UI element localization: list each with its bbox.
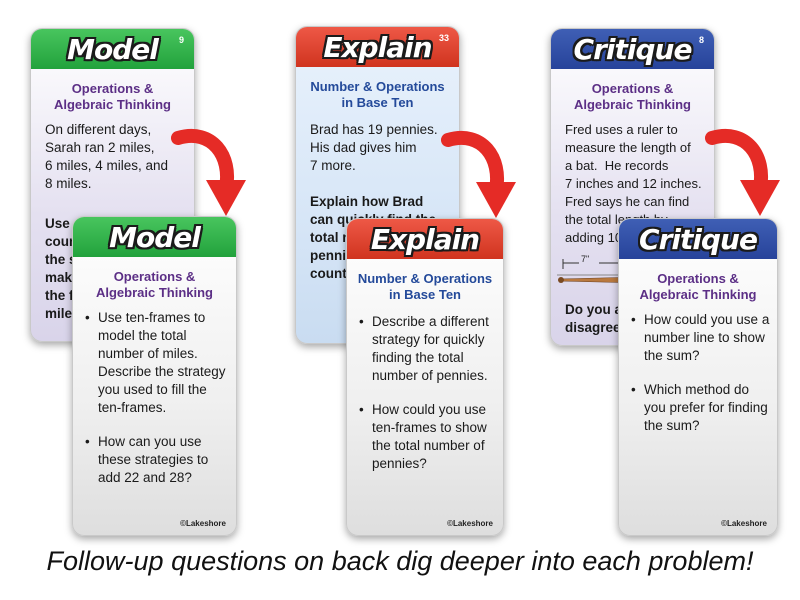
brand-label: ©Lakeshore [721, 519, 767, 528]
explain-back-header: Explain [347, 219, 503, 259]
brand-label: ©Lakeshore [447, 519, 493, 528]
card-problem-text: On different days,Sarah ran 2 miles,6 mi… [45, 122, 169, 191]
model-back-card: Model Operations &Algebraic Thinking Use… [72, 216, 237, 536]
explain-front-header: Explain [296, 27, 459, 67]
caption-text: Follow-up questions on back dig deeper i… [46, 546, 754, 576]
model-curved-arrow-icon [171, 129, 246, 216]
card-title: Model [67, 32, 159, 66]
followup-question: How can you use these strategies to add … [85, 433, 233, 487]
explain-curved-arrow-icon [441, 131, 516, 218]
card-number: 8 [698, 35, 704, 45]
model-front-card: Model 9 Operations &Algebraic Thinking O… [30, 28, 195, 342]
card-followup-list: Describe a different strategy for quickl… [359, 313, 499, 489]
card-subject: Operations &Algebraic Thinking [53, 81, 171, 112]
critique-front-header: Critique [551, 29, 714, 69]
critique-back-header: Critique [619, 219, 777, 259]
card-title: Critique [639, 222, 758, 256]
card-title: Model [109, 220, 201, 254]
critique-curved-arrow-icon [705, 129, 780, 216]
card-title: Explain [370, 222, 480, 256]
card-title: Explain [323, 30, 432, 64]
followup-question: How could you use a number line to show … [631, 311, 771, 365]
card-followup-list: Use ten-frames to model the total number… [85, 309, 233, 503]
followup-question: Describe a different strategy for quickl… [359, 313, 499, 385]
card-subject: Operations &Algebraic Thinking [573, 81, 691, 112]
card-followup-list: How could you use a number line to show … [631, 311, 771, 451]
model-front-header: Model [31, 29, 194, 69]
followup-question: Which method do you prefer for finding t… [631, 381, 771, 435]
card-number: 9 [178, 35, 184, 45]
card-subject: Operations &Algebraic Thinking [639, 271, 757, 302]
model-back-header: Model [73, 217, 236, 257]
ruler-label: 7" [581, 254, 590, 264]
followup-question: How could you use ten-frames to show the… [359, 401, 499, 473]
card-number: 33 [438, 33, 449, 43]
card-title: Critique [573, 32, 693, 66]
followup-question: Use ten-frames to model the total number… [85, 309, 233, 417]
brand-label: ©Lakeshore [180, 519, 226, 528]
card-subject: Operations &Algebraic Thinking [95, 269, 213, 300]
critique-back-card: Critique Operations &Algebraic Thinking … [618, 218, 778, 536]
